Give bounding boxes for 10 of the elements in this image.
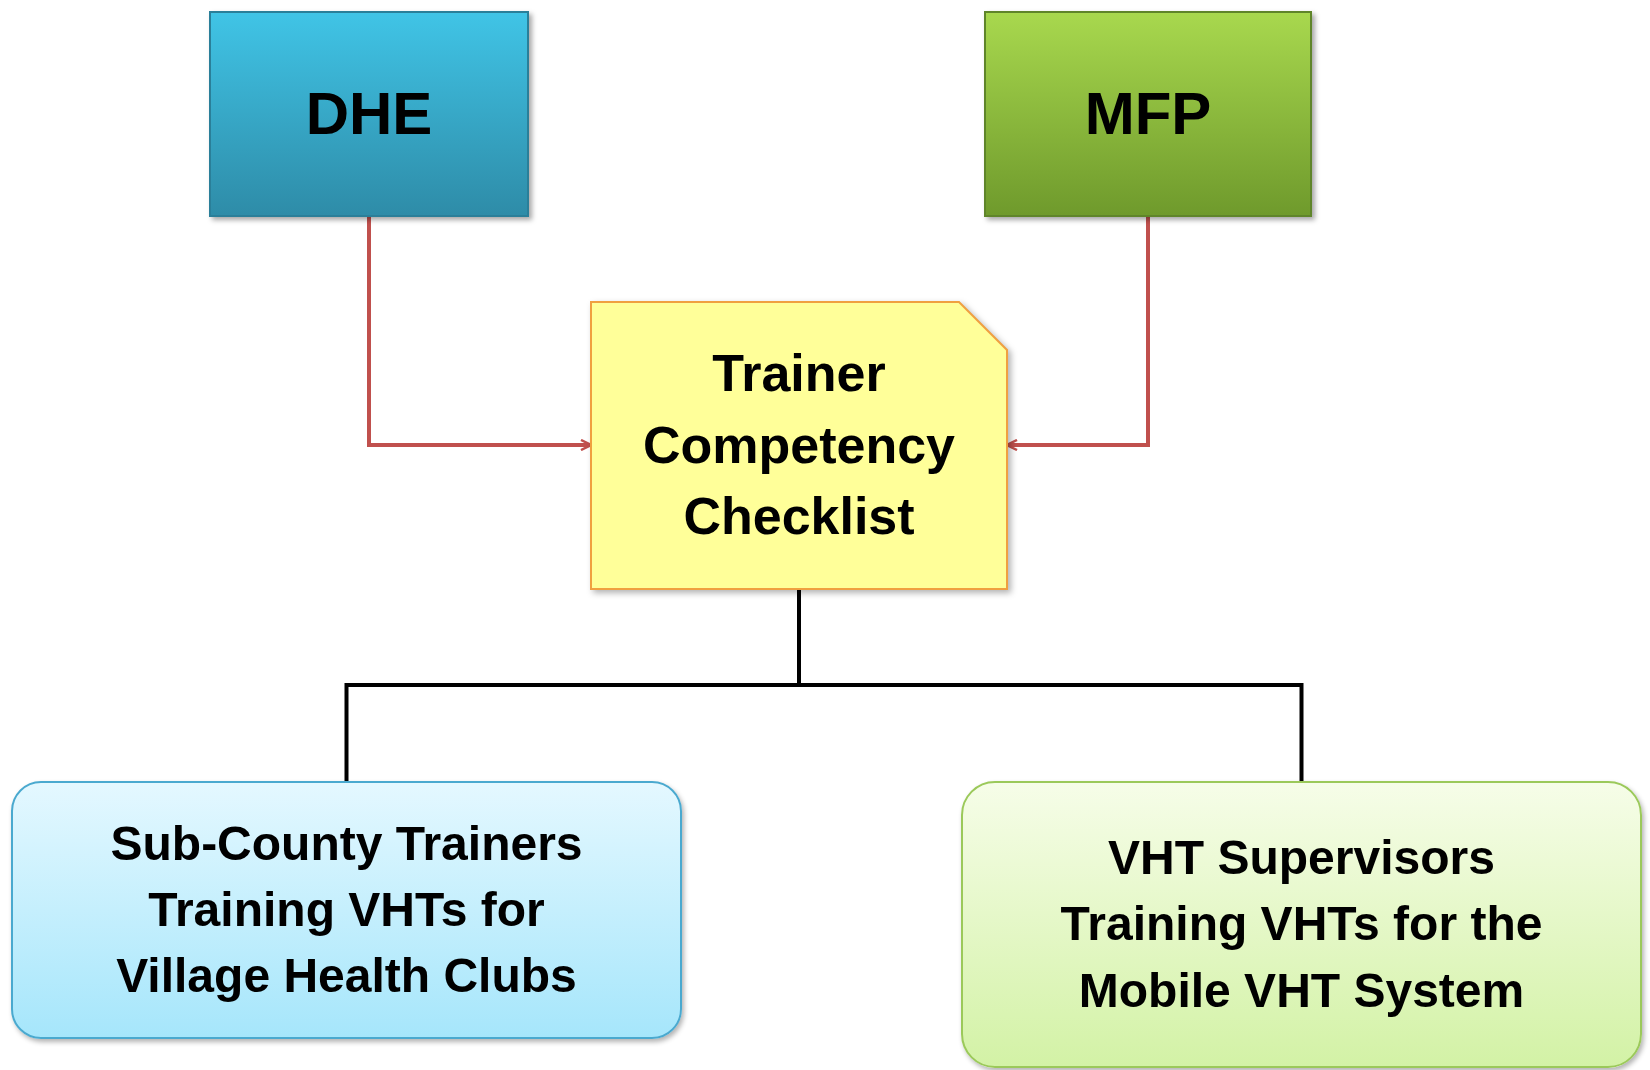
process-box: [209, 11, 529, 217]
process-box: [984, 11, 1312, 217]
node-label: MFP: [1084, 78, 1212, 149]
node-label: VHT Supervisors Training VHTs for the Mobile VHT System: [1059, 830, 1544, 1019]
node-label: Sub-County Trainers Training VHTs for Village Health Clubs: [109, 815, 584, 1005]
node-label: DHE: [305, 78, 433, 149]
node-label: Trainer Competency Checklist: [641, 342, 957, 548]
rounded-box: [11, 781, 682, 1039]
rounded-box: [961, 781, 1642, 1068]
document-shape: [591, 302, 1007, 589]
